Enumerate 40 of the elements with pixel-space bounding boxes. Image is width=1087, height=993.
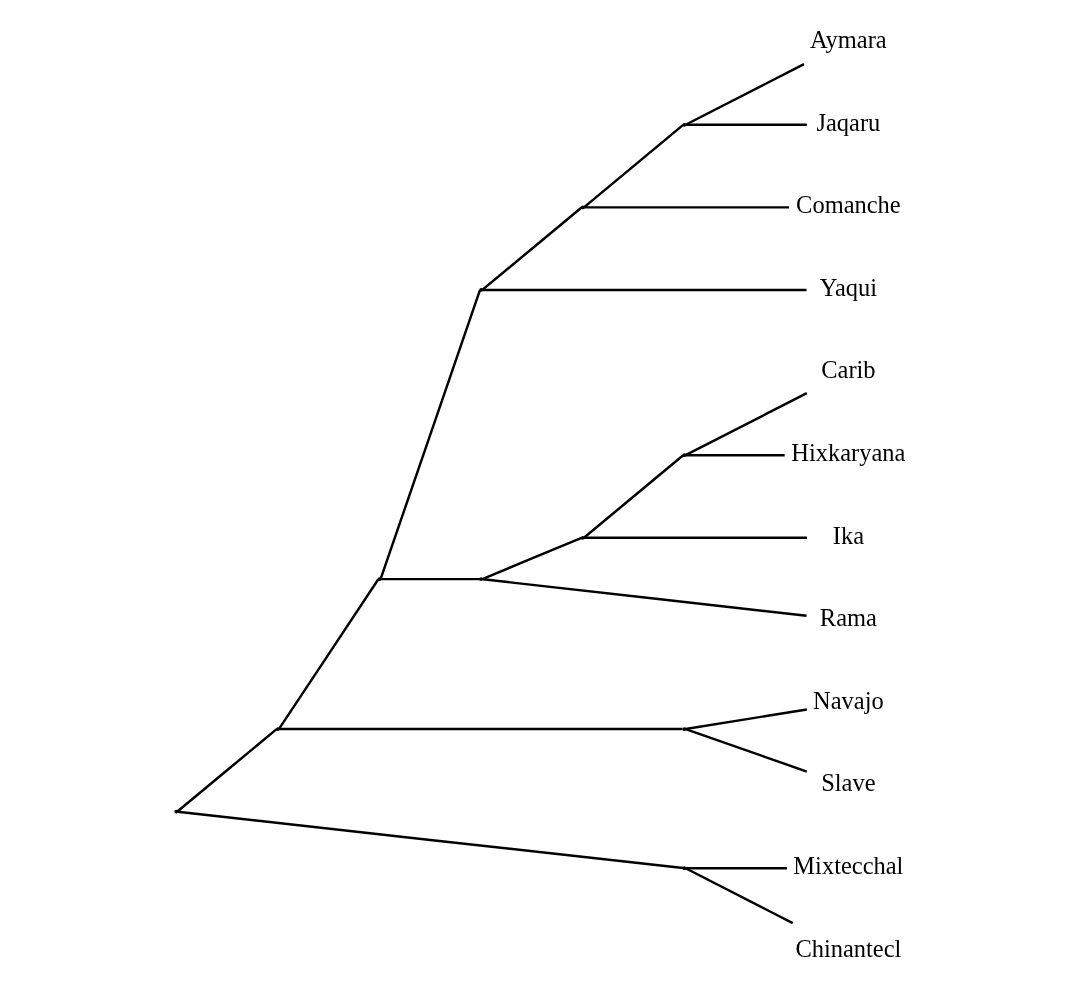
connector	[583, 536, 807, 540]
node-point	[479, 288, 483, 292]
node-text: Slave	[821, 769, 876, 797]
node-text: Chinantecl	[795, 934, 902, 962]
node-point	[479, 577, 483, 581]
connector	[583, 206, 790, 209]
node-point	[276, 727, 280, 731]
node-point	[580, 535, 585, 540]
connector	[482, 578, 807, 617]
connector	[380, 577, 480, 581]
node-point	[682, 866, 687, 871]
node-text: Hixkaryana	[791, 439, 906, 467]
connector	[482, 288, 807, 292]
connector	[685, 867, 787, 870]
node-point	[580, 205, 585, 210]
node-text: Carib	[821, 356, 876, 384]
node-text: Aymara	[810, 25, 887, 53]
node-text: Navajo	[813, 686, 884, 714]
node-text: Yaqui	[819, 273, 878, 301]
node-point	[377, 577, 382, 581]
node-point	[682, 122, 687, 127]
node-point	[682, 453, 687, 458]
connector	[583, 454, 684, 539]
connector	[685, 123, 807, 126]
node-text: Jaqaru	[816, 108, 881, 136]
connector	[685, 453, 785, 457]
connector	[685, 708, 807, 731]
connector	[685, 63, 805, 126]
connector	[583, 123, 684, 209]
connector	[279, 727, 683, 731]
node-text: Ika	[832, 521, 865, 549]
node-text: Rama	[819, 604, 877, 632]
node-text: Mixtecchal	[793, 852, 904, 880]
connector	[685, 727, 808, 773]
connector	[685, 392, 808, 457]
connector	[685, 867, 794, 925]
connector	[177, 810, 684, 870]
node-point	[174, 809, 179, 814]
node-point	[682, 727, 687, 731]
node-text: Comanche	[796, 191, 901, 219]
